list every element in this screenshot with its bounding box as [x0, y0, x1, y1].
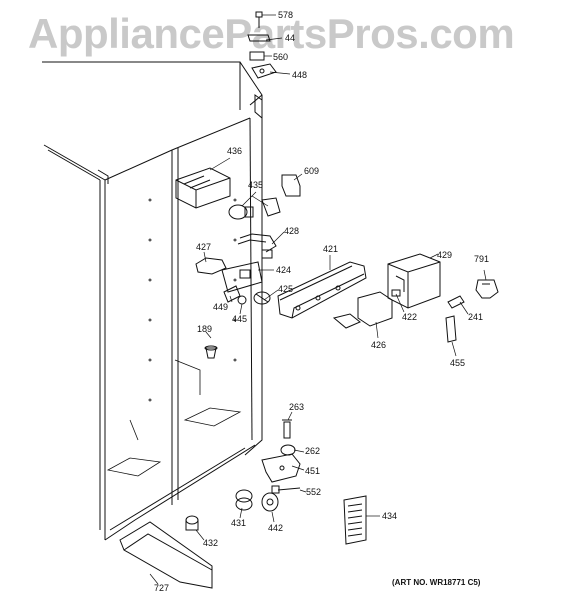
- part-432: [185, 515, 199, 531]
- callout-432: 432: [203, 538, 219, 548]
- callout-436: 436: [227, 146, 243, 156]
- part-241: [447, 295, 465, 309]
- part-425-knob: [253, 291, 271, 305]
- part-451-hinge: [261, 453, 301, 483]
- part-435-bulb: [228, 204, 254, 220]
- callout-425: 425: [278, 284, 294, 294]
- part-448: [251, 63, 277, 79]
- cabinet-interior: [106, 198, 242, 477]
- callout-263: 263: [289, 402, 305, 412]
- part-431: [235, 489, 253, 511]
- callout-445: 445: [232, 314, 248, 324]
- callout-428: 428: [284, 226, 300, 236]
- part-727-kickplate: [119, 521, 213, 589]
- part-262: [280, 444, 296, 456]
- callout-727: 727: [154, 583, 170, 593]
- callout-609: 609: [304, 166, 320, 176]
- callout-427: 427: [196, 242, 212, 252]
- callout-422: 422: [402, 312, 418, 322]
- callout-241: 241: [468, 312, 484, 322]
- part-189: [204, 345, 218, 359]
- callout-429: 429: [437, 250, 453, 260]
- part-427-harness: [195, 257, 227, 275]
- callout-560: 560: [273, 52, 289, 62]
- part-442: [261, 492, 279, 512]
- part-428-harness: [237, 233, 277, 259]
- part-429-control-box: [387, 253, 441, 309]
- callout-44x: 44: [285, 33, 296, 43]
- part-436-light-housing: [175, 167, 231, 209]
- part-455: [445, 315, 457, 343]
- callout-431: 431: [231, 518, 247, 528]
- part-424-switch: [221, 261, 263, 293]
- callout-552: 552: [306, 487, 322, 497]
- part-609-socket: [261, 174, 301, 217]
- watermark: AppliancePartsPros.com: [28, 10, 515, 57]
- callout-424: 424: [276, 265, 292, 275]
- part-445: [237, 295, 247, 305]
- callout-189: 189: [197, 324, 213, 334]
- part-552-screw: [271, 485, 301, 494]
- callout-449: 449: [213, 302, 229, 312]
- callout-578: 578: [278, 10, 294, 20]
- art-number: (ART NO. WR18771 C5): [392, 578, 481, 587]
- part-434-grille: [343, 495, 367, 545]
- callout-434: 434: [382, 511, 398, 521]
- callout-455: 455: [450, 358, 466, 368]
- callout-421: 421: [323, 244, 339, 254]
- leader-lines: [149, 14, 487, 585]
- callout-448: 448: [292, 70, 308, 80]
- part-578-screw: [255, 11, 263, 28]
- part-421-housing: [277, 261, 367, 319]
- part-263: [282, 419, 292, 439]
- part-426: [332, 291, 393, 329]
- callout-262: 262: [305, 446, 321, 456]
- part-44x: [247, 34, 271, 42]
- callout-791: 791: [474, 254, 490, 264]
- callout-435: 435: [248, 180, 264, 190]
- part-791: [475, 279, 499, 299]
- callout-451: 451: [305, 466, 321, 476]
- cabinet-shell: [42, 61, 263, 541]
- callout-442: 442: [268, 523, 284, 533]
- callout-426: 426: [371, 340, 387, 350]
- part-422: [391, 289, 401, 297]
- part-560: [249, 51, 265, 61]
